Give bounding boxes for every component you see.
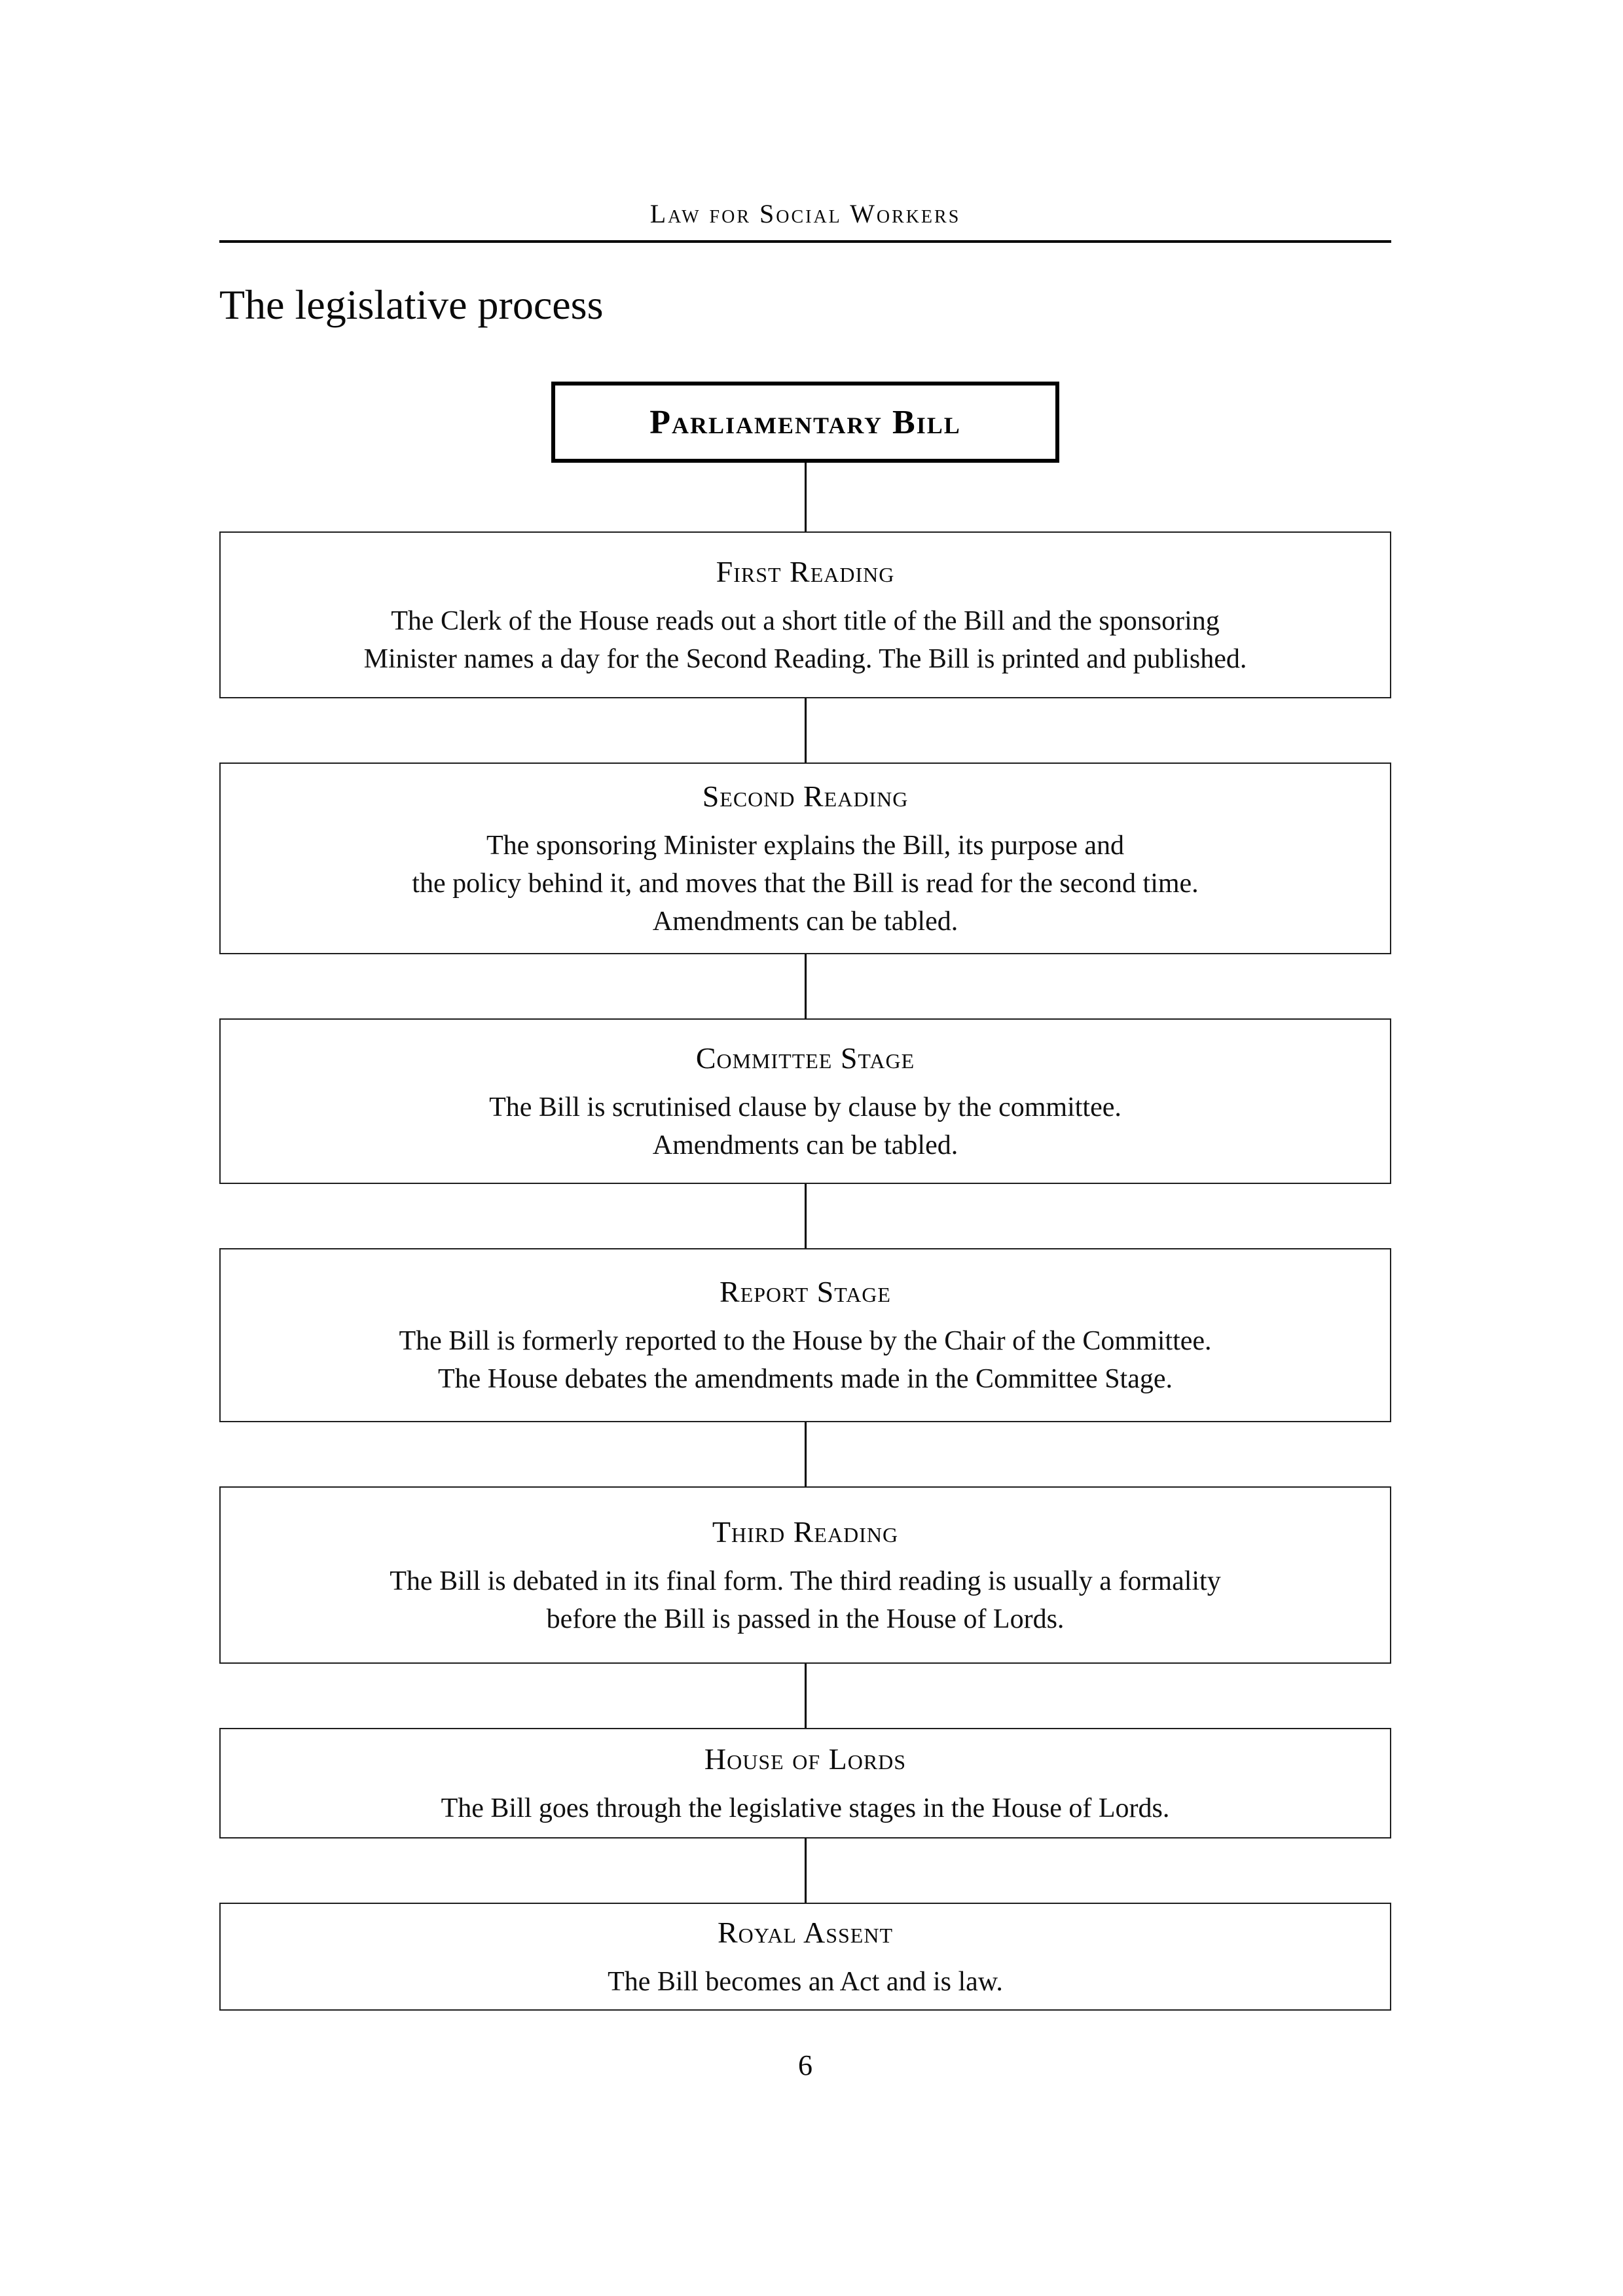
root-box-parliamentary-bill: Parliamentary Bill [551,382,1059,463]
running-head: Law for Social Workers [649,199,961,228]
stage-heading: Third Reading [712,1515,899,1549]
stage-body-line: The Bill is formerly reported to the Hou… [399,1326,1212,1356]
stage-body-line: The sponsoring Minister explains the Bil… [486,830,1125,861]
stage-body-line: Amendments can be tabled. [652,906,958,937]
stage-box-report-stage: Report Stage The Bill is formerly report… [219,1248,1391,1422]
stage-body-line: The House debates the amendments made in… [437,1364,1173,1394]
connector-line [804,1664,807,1728]
connector-line [804,463,807,531]
stage-box-royal-assent: Royal Assent The Bill becomes an Act and… [219,1903,1391,2011]
page-title: The legislative process [219,281,604,328]
stage-heading: Second Reading [702,779,909,813]
header-rule [219,240,1391,243]
connector-line [804,1839,807,1903]
root-box-label: Parliamentary Bill [649,403,961,441]
stage-heading: Royal Assent [718,1915,893,1949]
stage-body-line: The Bill is debated in its final form. T… [390,1566,1221,1596]
stage-heading: Committee Stage [695,1041,915,1075]
stage-box-second-reading: Second Reading The sponsoring Minister e… [219,762,1391,954]
stage-heading: First Reading [716,554,895,588]
stage-body-line: the policy behind it, and moves that the… [412,868,1199,899]
stage-heading: House of Lords [704,1742,907,1776]
stage-box-third-reading: Third Reading The Bill is debated in its… [219,1486,1391,1664]
stage-box-first-reading: First Reading The Clerk of the House rea… [219,531,1391,698]
stage-heading: Report Stage [720,1275,891,1308]
stage-body-line: The Bill becomes an Act and is law. [608,1966,1003,1997]
connector-line [804,698,807,762]
connector-line [804,954,807,1018]
page-number: 6 [798,2049,812,2081]
page-column: Law for Social Workers The legislative p… [219,0,1391,2082]
stage-body-line: The Bill goes through the legislative st… [441,1793,1170,1823]
stage-box-committee-stage: Committee Stage The Bill is scrutinised … [219,1018,1391,1184]
connector-line [804,1184,807,1248]
stage-body-line: Minister names a day for the Second Read… [363,643,1247,674]
connector-line [804,1422,807,1486]
stage-body-line: The Clerk of the House reads out a short… [391,605,1220,636]
stage-body-line: Amendments can be tabled. [652,1130,958,1160]
stage-body-line: before the Bill is passed in the House o… [546,1604,1065,1634]
stage-body-line: The Bill is scrutinised clause by clause… [489,1092,1122,1122]
flowchart: Parliamentary Bill First Reading The Cle… [219,382,1391,2011]
stage-box-house-of-lords: House of Lords The Bill goes through the… [219,1728,1391,1839]
